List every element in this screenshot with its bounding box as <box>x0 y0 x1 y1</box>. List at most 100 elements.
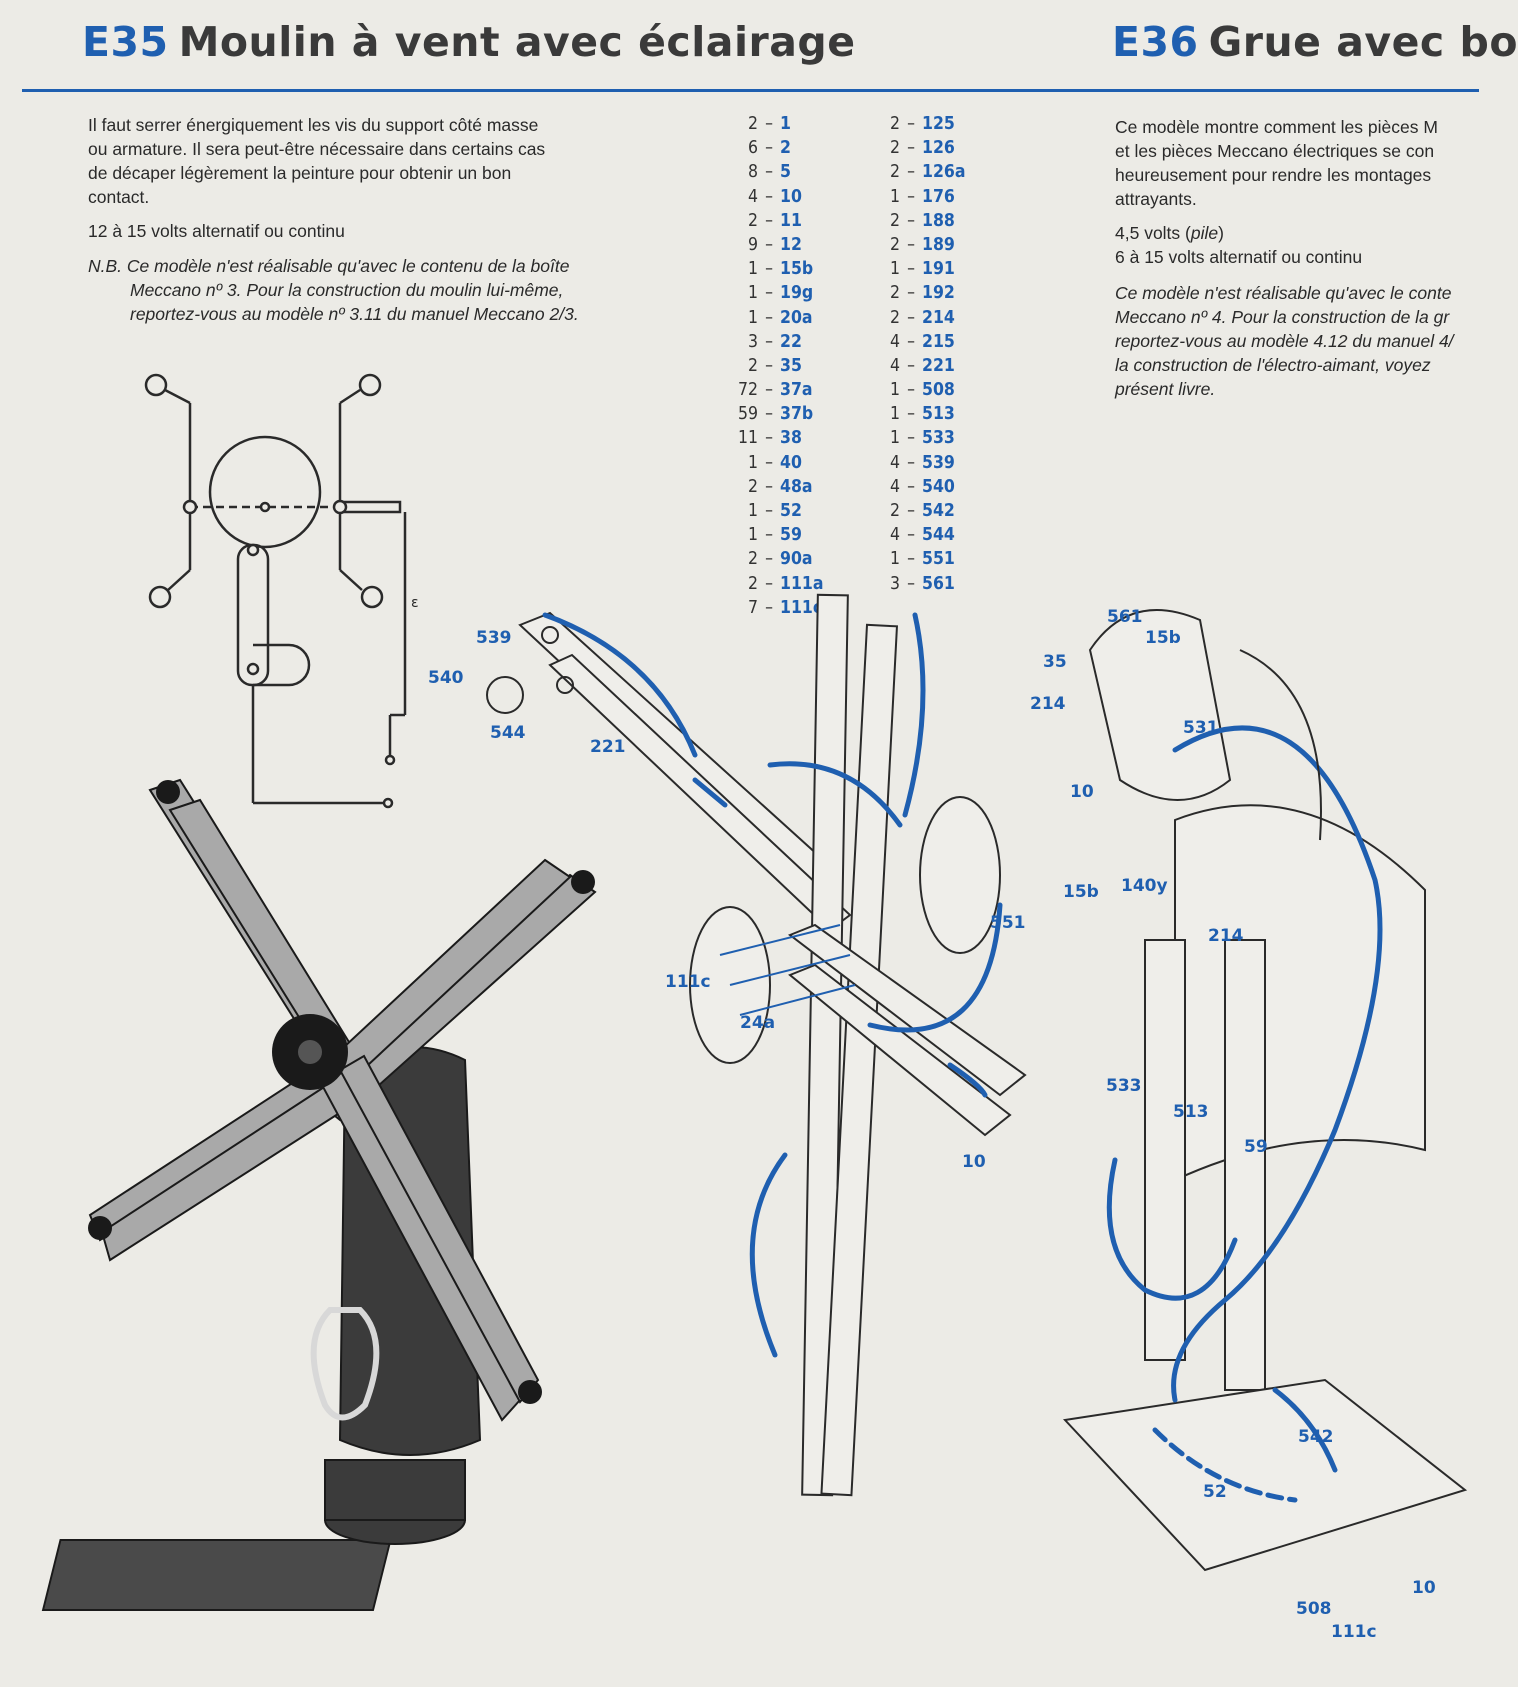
part-quantity: 4 <box>889 355 900 376</box>
part-quantity: 11 <box>737 428 758 449</box>
callout-508: 508 <box>1296 1599 1332 1619</box>
part-quantity: 4 <box>889 331 900 352</box>
e35-name: Moulin à vent avec éclairage <box>178 18 856 66</box>
part-number: 539 <box>922 452 955 473</box>
parts-list-row: 8–5 <box>720 162 824 186</box>
parts-list-row: 1–19g <box>720 283 824 307</box>
part-number: 52 <box>780 501 802 521</box>
part-quantity: 2 <box>889 138 900 159</box>
part-separator: – <box>907 283 915 304</box>
parts-list-row: 4–221 <box>862 356 966 380</box>
e36-intro-line: attrayants. <box>1115 189 1197 209</box>
part-number: 48a <box>780 476 813 497</box>
part-number: 5 <box>780 162 791 183</box>
parts-list-row: 1–15b <box>720 259 824 283</box>
e35-nb-line: reportez-vous au modèle nº 3.11 du manue… <box>130 304 579 324</box>
part-quantity: 9 <box>747 234 758 255</box>
callout-214-mid: 214 <box>1208 926 1244 946</box>
part-separator: – <box>907 428 915 449</box>
part-separator: – <box>907 331 915 352</box>
part-separator: – <box>765 355 773 376</box>
e36-intro-line: heureusement pour rendre les montages <box>1115 165 1432 185</box>
part-number: 90a <box>780 549 813 570</box>
part-quantity: 2 <box>889 307 900 328</box>
part-quantity: 1 <box>889 380 900 401</box>
wiring-schematic: ε <box>144 373 419 809</box>
parts-list-row: 3–22 <box>720 332 824 356</box>
callout-540: 540 <box>428 668 464 688</box>
e36-note-line: reportez-vous au modèle 4.12 du manuel 4… <box>1115 331 1454 351</box>
e35-code: E35 <box>82 18 169 66</box>
part-separator: – <box>765 428 773 449</box>
part-separator: – <box>907 114 915 134</box>
e36-voltage-ac: 6 à 15 volts alternatif ou continu <box>1115 247 1363 267</box>
callout-561: 561 <box>1107 607 1143 627</box>
part-number: 111c <box>780 597 823 618</box>
parts-list-row: 2–11 <box>720 211 824 235</box>
parts-list-row: 2–48a <box>720 477 824 501</box>
parts-list-row: 1–40 <box>720 453 824 477</box>
part-separator: – <box>765 476 773 497</box>
e35-intro-line: Il faut serrer énergiquement les vis du … <box>88 115 539 135</box>
e36-voltage: 4,5 volts (pile) 6 à 15 volts alternatif… <box>1115 221 1362 269</box>
part-number: 126 <box>922 138 955 159</box>
part-quantity: 1 <box>747 283 758 304</box>
parts-list-row: 2–214 <box>862 308 966 332</box>
part-quantity: 4 <box>889 476 900 497</box>
part-quantity: 3 <box>747 331 758 352</box>
parts-list-row: 7–111c <box>720 598 824 622</box>
parts-list-row: 1–191 <box>862 259 966 283</box>
parts-list-row: 4–540 <box>862 477 966 501</box>
part-separator: – <box>907 307 915 328</box>
part-separator: – <box>907 210 915 231</box>
callout-111c-b: 111c <box>1331 1622 1377 1642</box>
part-separator: – <box>765 114 773 134</box>
part-separator: – <box>907 476 915 497</box>
callout-52: 52 <box>1203 1482 1227 1502</box>
part-number: 126a <box>922 162 966 183</box>
windmill-photo <box>41 778 597 1611</box>
part-number: 19g <box>780 283 814 304</box>
part-separator: – <box>907 138 915 159</box>
part-quantity: 2 <box>747 210 758 231</box>
parts-list-row: 2–111a <box>720 574 824 598</box>
part-number: 37a <box>780 380 813 401</box>
part-separator: – <box>765 307 773 328</box>
part-separator: – <box>765 138 773 159</box>
part-separator: – <box>907 501 915 521</box>
part-separator: – <box>907 380 915 401</box>
part-quantity: 6 <box>747 138 758 159</box>
part-separator: – <box>907 162 915 183</box>
part-quantity: 2 <box>747 355 758 376</box>
part-quantity: 1 <box>889 186 900 207</box>
part-number: 1 <box>780 114 791 134</box>
part-quantity: 2 <box>889 283 900 304</box>
part-separator: – <box>765 404 773 425</box>
parts-list-row: 1–59 <box>720 525 824 549</box>
parts-list-row: 2–35 <box>720 356 824 380</box>
part-quantity: 2 <box>889 234 900 255</box>
part-separator: – <box>765 525 773 546</box>
callout-539: 539 <box>476 628 512 648</box>
manual-page: { "e35": { "code": "E35", "name": "Mouli… <box>22 18 1518 1642</box>
part-quantity: 2 <box>889 210 900 231</box>
part-quantity: 2 <box>889 162 900 183</box>
part-separator: – <box>765 283 773 304</box>
part-quantity: 4 <box>747 186 758 207</box>
part-number: 192 <box>922 283 955 304</box>
part-quantity: 2 <box>889 501 900 521</box>
part-number: 20a <box>780 307 813 328</box>
e36-voltage-battery-b: pile <box>1190 223 1219 243</box>
part-quantity: 2 <box>889 114 900 134</box>
callout-35: 35 <box>1043 652 1067 672</box>
parts-list-row: 1–508 <box>862 380 966 404</box>
part-number: 561 <box>922 573 955 594</box>
e36-intro: Ce modèle montre comment les pièces M et… <box>1115 115 1479 211</box>
e36-note-line: présent livre. <box>1115 379 1216 399</box>
part-separator: – <box>765 162 773 183</box>
part-separator: – <box>765 331 773 352</box>
callout-24a: 24a <box>740 1013 775 1033</box>
part-quantity: 59 <box>737 404 758 425</box>
parts-list-row: 2–188 <box>862 211 966 235</box>
callout-513: 513 <box>1173 1102 1209 1122</box>
